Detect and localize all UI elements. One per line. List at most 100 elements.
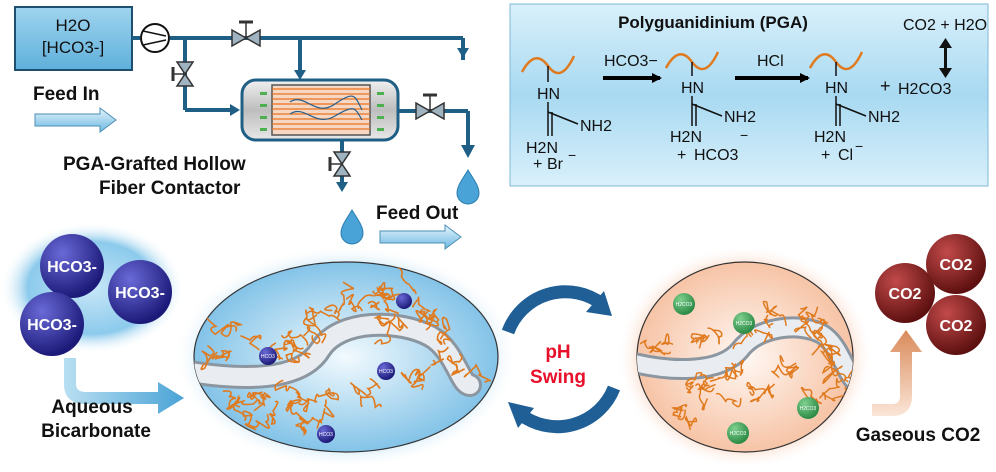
h2co3-small-label: H2CO3 [736,321,753,327]
polymer-chains [200,265,492,436]
chloride-label: Cl [838,147,853,164]
polymer-chain [724,362,739,381]
hco3-small-ion: HCO3 [377,362,395,380]
swing-label: Swing [530,367,586,388]
hco3-ion: HCO3- [40,234,104,298]
polymer-chain [400,368,421,384]
polymer-chain [436,331,452,346]
co2-label: CO2 [889,286,922,303]
polymer-chain [793,316,812,339]
polymer-chain [365,378,381,397]
h2co3-small-molecule: H2CO3 [673,293,695,315]
polymer-chain [811,326,827,356]
release-arrow [872,330,922,416]
aqueous-label-line1: Aqueous [51,397,132,418]
drain-arrowhead [336,182,348,192]
nh2-label: NH2 [868,109,900,126]
polymer-chain [206,317,238,336]
polymer-chain [367,300,381,311]
aqueous-bicarbonate-section: HCO3- HCO3- HCO3- Aqueous Bicarbonate [0,222,184,442]
polymer-chain [769,305,787,326]
polymer-chain [298,416,323,429]
polymer-chain [451,363,465,377]
polymer-chain [373,313,396,345]
polymer-chain [298,387,331,406]
h2co3-small-molecule: H2CO3 [733,312,755,334]
hco3-ion-label: HCO3- [115,285,165,302]
feed-direction-arrow [64,358,184,414]
regenerated-fiber-cell: H2CO3 H2CO3 H2CO3 H2CO3 [617,245,873,469]
polymer-chain [325,389,340,401]
hco3-small-label: HCO3 [319,432,333,438]
polymer-chain [685,381,694,394]
feed-arrowhead [230,104,240,116]
co2-label: CO2 [940,318,973,335]
hollow-fiber-contactor-icon [240,78,400,142]
polymer-chain [240,334,262,351]
hco3-small-label: HCO3 [379,369,393,375]
svg-text:+: + [677,147,686,164]
polymer-chain [259,391,271,407]
chemistry-panel: Polyguanidinium (PGA) HN NH2 H2N + Br − … [509,3,989,187]
h2n-label: H2N [670,129,702,146]
hco3-small-ion [396,293,412,309]
polymer-chain [415,309,440,327]
co2-label: CO2 [940,257,973,274]
hn-label: HN [537,86,560,103]
hco3-small-ion: HCO3 [259,347,277,365]
svg-text:−: − [740,127,748,143]
polymer-chain [201,345,218,363]
ph-label: pH [545,342,570,363]
tank-label-line1: H2O [56,16,91,35]
reagent-hcl-label: HCl [757,53,784,70]
polymer-chain [429,346,450,366]
droplet-icon [456,169,480,205]
tank-label-line2: [HCO3-] [42,38,104,57]
hco3-small-label: HCO3 [261,354,275,360]
ph-swing-cycle: pH Swing [501,285,621,434]
polymer-chain [639,339,671,356]
polymer-chain [715,392,742,408]
polymer-chain [350,382,367,396]
polymer-chain [372,281,388,295]
polymer-chain [800,386,822,405]
process-flow-diagram: H2O [HCO3-] [14,6,480,250]
polymer-chain [428,308,440,323]
feed-in-arrow [34,107,117,133]
polymer-chain [819,377,844,399]
polymer-chain [439,316,451,340]
guanidinium-chloride-structure [835,62,867,126]
gaseous-co2-section: CO2 CO2 CO2 Gaseous CO2 [856,234,986,446]
co2-water-label: CO2 + H2O [903,17,987,34]
droplet-icon [340,209,364,245]
polymer-chain [690,333,710,349]
bicarbonate-anion-label: HCO3 [694,147,739,164]
nh2-label: NH2 [724,109,756,126]
hco3-ion-label: HCO3- [27,317,77,334]
co2-molecule: CO2 [926,234,986,294]
h2co3-small-molecule: H2CO3 [727,422,749,444]
svg-text:+: + [821,147,830,164]
contactor-label-line1: PGA-Grafted Hollow [63,154,246,175]
feed-tank [14,6,133,71]
guanidinium-bromide-structure [547,66,579,136]
hn-label: HN [825,80,848,97]
polymer-chain [274,339,293,361]
polymer-chain [661,333,674,345]
polymer-chain [215,350,233,359]
polymer-chain [324,304,340,319]
polymer-chain [274,379,301,396]
polymer-chain [684,372,708,386]
carbonic-acid-label: H2CO3 [898,81,951,98]
polymer-chain [824,343,841,357]
h2co3-small-label: H2CO3 [676,302,693,308]
polymer-chain [797,306,816,320]
outlet-arrowhead [461,145,475,158]
polymer-chain [292,349,311,359]
svg-text:−: − [855,138,863,154]
polymer-chain [648,340,663,354]
hco3-ion: HCO3- [20,292,84,356]
polymer-chain [303,325,321,345]
polymer-chain [770,363,793,379]
